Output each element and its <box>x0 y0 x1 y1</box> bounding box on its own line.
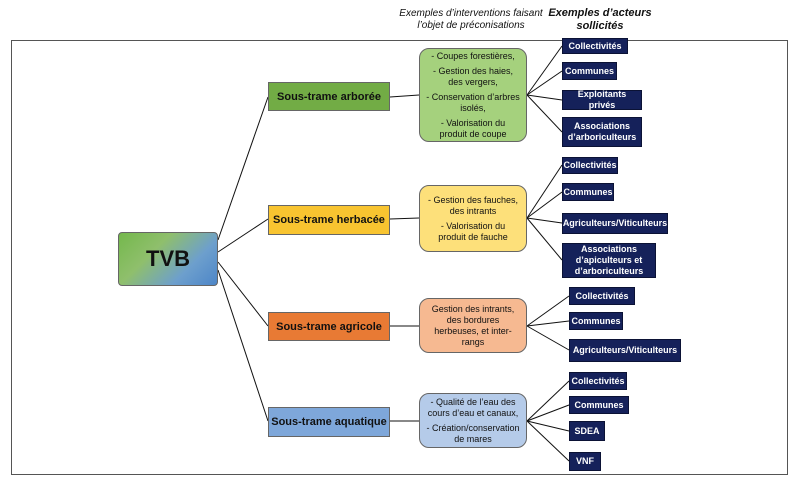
link-root-arboree <box>217 96 269 241</box>
intervention-item: - Gestion des fauches, des intrants <box>427 194 519 216</box>
actor-vnf: VNF <box>569 452 601 471</box>
link-arboree-actor-3 <box>526 94 563 101</box>
link-root-herbacee <box>217 218 269 253</box>
interventions-herbacee: - Gestion des fauches, des intrants - Va… <box>419 185 527 252</box>
actor-exploitants-prives: Exploitants privés <box>562 89 642 110</box>
link-arboree-interv <box>389 94 420 98</box>
branch-arboree: Sous-trame arborée <box>268 82 390 111</box>
interventions-header: Exemples d’interventions faisant l’objet… <box>399 8 543 31</box>
actor-agriculteurs-viticulteurs: Agriculteurs/Viticulteurs <box>562 213 668 234</box>
link-aquatique-actor-1 <box>526 380 570 422</box>
actor-collectivites: Collectivités <box>562 38 628 54</box>
link-agricole-actor-3 <box>526 325 570 351</box>
actor-communes: Communes <box>562 62 617 80</box>
actors-header: Exemples d’acteurs sollicités <box>548 7 652 32</box>
link-agricole-actor-1 <box>526 295 570 327</box>
branch-herbacee: Sous-trame herbacée <box>268 205 390 235</box>
link-herbacee-actor-3 <box>526 217 563 224</box>
link-aquatique-actor-2 <box>526 404 570 422</box>
actor-collectivites: Collectivités <box>562 157 618 174</box>
actor-associations-arboriculteurs: Associations d’arboriculteurs <box>562 117 642 147</box>
intervention-item: Gestion des intrants, des bordures herbe… <box>431 303 515 347</box>
intervention-item: - Valorisation du produit de coupe <box>439 117 507 139</box>
intervention-item: - Gestion des haies, des vergers, <box>432 65 514 87</box>
interventions-aquatique: - Qualité de l’eau des cours d’eau et ca… <box>419 393 527 448</box>
link-herbacee-actor-1 <box>526 164 563 219</box>
link-herbacee-interv <box>389 217 420 220</box>
intervention-item: - Création/conservation de mares <box>426 422 520 444</box>
link-herbacee-actor-2 <box>526 191 563 219</box>
link-herbacee-actor-4 <box>526 217 563 261</box>
link-aquatique-actor-3 <box>526 420 570 432</box>
link-aquatique-actor-4 <box>526 420 570 462</box>
link-arboree-actor-2 <box>526 70 563 96</box>
intervention-item: - Qualité de l’eau des cours d’eau et ca… <box>427 396 519 418</box>
link-root-aquatique <box>217 269 269 422</box>
actor-sdea: SDEA <box>569 421 605 441</box>
actor-collectivites: Collectivités <box>569 372 627 390</box>
link-agricole-actor-2 <box>526 320 570 327</box>
interventions-arboree: - Coupes forestières, - Gestion des haie… <box>419 48 527 142</box>
link-arboree-actor-4 <box>526 94 563 133</box>
branch-aquatique: Sous-trame aquatique <box>268 407 390 437</box>
link-arboree-actor-1 <box>526 45 563 96</box>
actor-communes: Communes <box>569 396 629 414</box>
root-node: TVB <box>118 232 218 286</box>
interventions-agricole: Gestion des intrants, des bordures herbe… <box>419 298 527 353</box>
link-root-agricole <box>217 261 269 327</box>
intervention-item: - Valorisation du produit de fauche <box>438 220 508 242</box>
intervention-item: - Coupes forestières, <box>431 50 515 61</box>
actor-associations-apiculteurs: Associations d’apiculteurs et d’arboricu… <box>562 243 656 278</box>
actor-communes: Communes <box>569 312 623 330</box>
intervention-item: - Conservation d’arbres isolés, <box>426 91 520 113</box>
actor-communes: Communes <box>562 183 614 201</box>
actor-agriculteurs-viticulteurs: Agriculteurs/Viticulteurs <box>569 339 681 362</box>
branch-agricole: Sous-trame agricole <box>268 312 390 341</box>
diagram-frame <box>11 40 788 475</box>
actor-collectivites: Collectivités <box>569 287 635 305</box>
